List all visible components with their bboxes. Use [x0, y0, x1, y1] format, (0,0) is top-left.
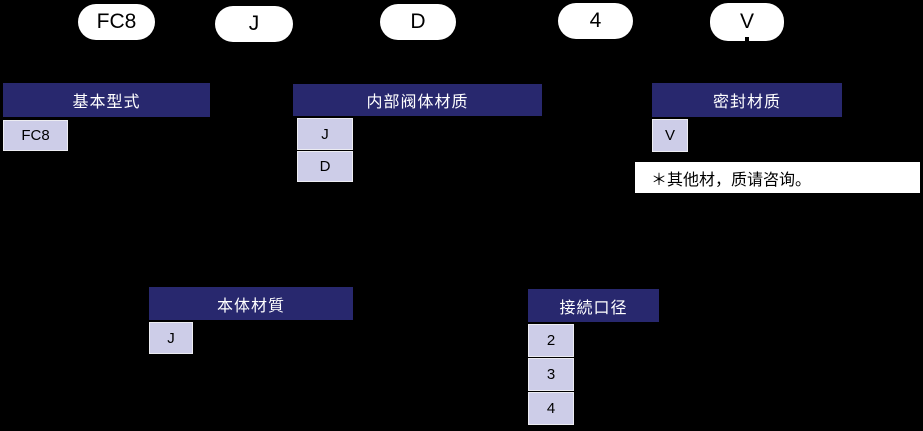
body-material-cell: J — [149, 322, 193, 354]
body-material-header: 本体材質 — [149, 287, 353, 320]
connection-size-cell: 4 — [528, 392, 574, 425]
basic-type-header: 基本型式 — [3, 83, 210, 117]
code-pill-v: V — [710, 3, 784, 46]
internal-valve-material-cell: D — [297, 151, 353, 182]
pill-notch-mark — [745, 37, 749, 46]
connection-size-cell: 2 — [528, 324, 574, 357]
code-pill-fc8: FC8 — [78, 4, 155, 40]
other-materials-note: ＊其他材，质请咨询。 — [635, 162, 920, 193]
code-pill-j: J — [215, 6, 293, 42]
code-pill-v-label: V — [739, 10, 754, 33]
seal-material-header: 密封材质 — [652, 83, 842, 117]
connection-size-header: 接続口径 — [528, 289, 659, 322]
internal-valve-material-header: 内部阀体材质 — [293, 84, 542, 116]
code-pill-d: D — [380, 4, 456, 40]
code-pill-4: 4 — [558, 3, 633, 39]
basic-type-cell: FC8 — [3, 120, 68, 151]
seal-material-cell: V — [652, 119, 688, 152]
connection-size-cell: 3 — [528, 358, 574, 391]
internal-valve-material-cell: J — [297, 118, 353, 150]
